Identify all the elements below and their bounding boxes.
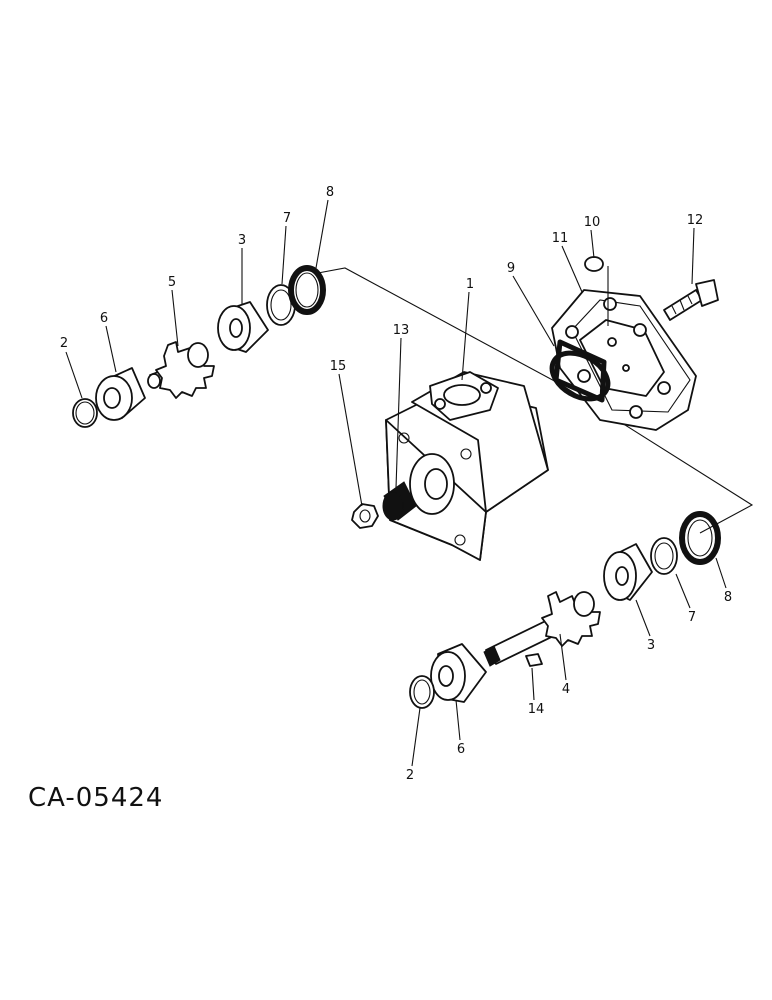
callout-3-upper: 3 bbox=[238, 233, 246, 248]
o-ring-10 bbox=[584, 256, 604, 272]
seal-ring-upper-8 bbox=[288, 265, 326, 315]
callout-7-upper: 7 bbox=[283, 211, 291, 226]
callout-6-upper: 6 bbox=[100, 311, 108, 326]
figure-code: CA-05424 bbox=[28, 783, 163, 813]
callout-15: 15 bbox=[330, 359, 347, 374]
callout-2-lower: 2 bbox=[406, 768, 414, 783]
callout-4: 4 bbox=[562, 682, 570, 697]
callout-7-lower: 7 bbox=[688, 610, 696, 625]
callout-3-lower: 3 bbox=[647, 638, 655, 653]
callout-10: 10 bbox=[584, 215, 601, 230]
callout-labels: 2 6 5 3 7 8 1 13 15 9 10 11 12 8 7 3 4 1… bbox=[60, 185, 732, 783]
driven-gear-shaft-4 bbox=[483, 591, 601, 667]
callout-13: 13 bbox=[393, 323, 410, 338]
bushing-upper-3 bbox=[217, 301, 269, 353]
thrust-washer-lower-7 bbox=[650, 537, 678, 575]
callout-8-upper: 8 bbox=[326, 185, 334, 200]
callout-1: 1 bbox=[466, 277, 474, 292]
callout-5: 5 bbox=[168, 275, 176, 290]
bushing-lower-6 bbox=[430, 643, 487, 703]
callout-8-lower: 8 bbox=[724, 590, 732, 605]
drive-gear-5 bbox=[147, 341, 215, 399]
callout-2-upper: 2 bbox=[60, 336, 68, 351]
callout-6-lower: 6 bbox=[457, 742, 465, 757]
pump-body-1 bbox=[385, 371, 549, 561]
plug-13 bbox=[382, 481, 417, 521]
bushing-lower-3 bbox=[603, 543, 653, 601]
nut-15 bbox=[351, 503, 379, 529]
o-ring-upper-2 bbox=[72, 398, 98, 428]
o-ring-lower-2 bbox=[409, 675, 435, 709]
cap-screw-12 bbox=[663, 279, 719, 321]
thrust-washer-upper-7 bbox=[266, 284, 296, 326]
key-14 bbox=[525, 653, 543, 667]
leader-lines bbox=[65, 199, 727, 767]
callout-14: 14 bbox=[528, 702, 545, 717]
seal-ring-9 bbox=[549, 339, 611, 403]
callout-12: 12 bbox=[687, 213, 704, 228]
seal-ring-lower-8 bbox=[679, 511, 721, 565]
bushing-upper-6 bbox=[95, 367, 146, 421]
callout-9: 9 bbox=[507, 261, 515, 276]
callout-11: 11 bbox=[552, 231, 569, 246]
